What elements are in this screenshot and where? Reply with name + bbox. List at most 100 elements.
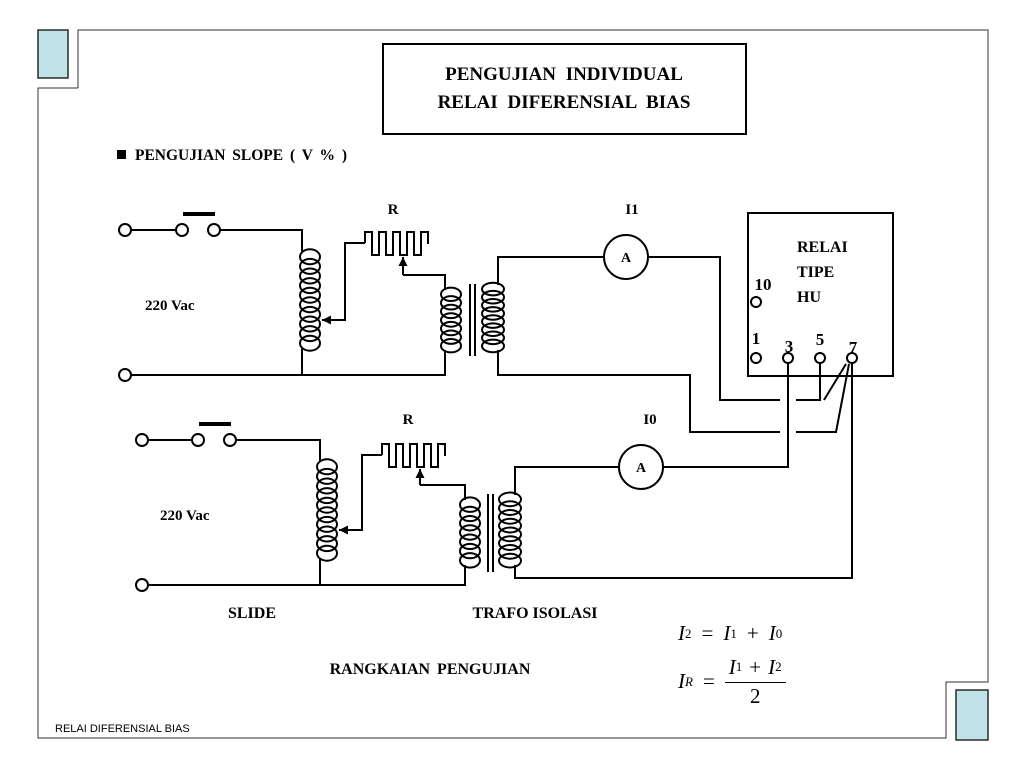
- trafo-secondary-coil-lower: [498, 491, 522, 569]
- formula-variable: I: [723, 621, 731, 645]
- coil-turn: [299, 277, 321, 295]
- coil-turn: [459, 524, 481, 541]
- coil-turn: [459, 505, 481, 523]
- coil-turn: [316, 496, 338, 514]
- relay-hu: RELAI TIPE HU 10 1 3 5 7: [514, 212, 894, 579]
- switch-upper: [175, 212, 221, 237]
- fraction-denominator: 2: [749, 684, 761, 708]
- wire-return-upper: [131, 350, 446, 376]
- coil-turn: [498, 500, 522, 516]
- coil-turn: [299, 305, 321, 323]
- coil-turn: [316, 458, 338, 476]
- resistor-label-lower: R: [403, 412, 414, 428]
- coil-turn: [299, 296, 321, 314]
- coil-turn: [481, 314, 505, 329]
- relay-box: [747, 212, 894, 377]
- formula-equals: =: [701, 621, 714, 645]
- coil-turn: [498, 491, 522, 508]
- wire-trafo-return-to-relay-upper: [497, 350, 780, 433]
- relay-name-line-3: HU: [797, 289, 821, 306]
- title-line-2: RELAI DIFERENSIAL BIAS: [438, 92, 691, 113]
- coil-turn: [299, 267, 321, 285]
- coil-turn: [481, 306, 505, 321]
- formula-equals: =: [702, 669, 715, 693]
- relay-terminal-3: [782, 352, 794, 364]
- formula-variable: I: [768, 621, 776, 645]
- coil-turn: [481, 338, 505, 354]
- relay-terminal-label-1: 1: [752, 329, 761, 348]
- wire-switch-to-slide-lower: [236, 439, 321, 462]
- slide-frame: [37, 29, 989, 741]
- title-line-1: PENGUJIAN INDIVIDUAL: [445, 64, 683, 85]
- wire-terminal-7-diagonal-b: [796, 363, 850, 433]
- supply-terminal-lower-top: [135, 433, 149, 447]
- frame-border: [37, 29, 989, 739]
- coil-turn: [498, 544, 522, 560]
- relay-terminal-7: [846, 352, 858, 364]
- variable-resistor-upper: [364, 231, 429, 256]
- coil-turn: [299, 257, 321, 275]
- corner-square-top-left: [37, 29, 69, 79]
- coil-turn: [498, 517, 522, 534]
- supply-label-upper: 220 Vac: [145, 298, 195, 314]
- switch-contact: [191, 433, 205, 447]
- wire-terminal-5: [796, 363, 821, 401]
- coil-turn: [481, 297, 505, 313]
- coil-turn: [440, 338, 462, 354]
- formula-variable: I: [728, 655, 736, 679]
- caption-slide: SLIDE: [228, 605, 276, 622]
- switch-contact: [223, 433, 237, 447]
- coil-turn: [440, 295, 462, 311]
- supply-terminal-lower-bottom: [135, 578, 149, 592]
- coil-turn: [440, 286, 462, 302]
- wire-terminal-7-return: [514, 363, 853, 579]
- supply-terminal-upper-top: [118, 223, 132, 237]
- formula-variable: I: [768, 655, 776, 679]
- coil-turn: [498, 526, 522, 543]
- relay-terminal-label-7: 7: [849, 338, 858, 357]
- coil-turn: [299, 286, 321, 304]
- current-label-i1: I1: [625, 202, 638, 218]
- current-label-i0: I0: [643, 412, 656, 428]
- coil-turn: [316, 467, 338, 485]
- coil-turn: [459, 496, 481, 513]
- slide-wiper-arrow-upper: [322, 242, 365, 325]
- coil-turn: [299, 248, 321, 266]
- relay-terminal-10: [750, 296, 762, 308]
- section-heading: PENGUJIAN SLOPE ( V % ): [117, 147, 347, 164]
- coil-turn: [440, 320, 462, 337]
- coil-turn: [481, 281, 505, 297]
- isolation-transformer-lower: [459, 491, 522, 572]
- coil-turn: [299, 325, 321, 343]
- formula-plus: +: [746, 621, 759, 645]
- coil-turn: [481, 322, 505, 338]
- slide-wiper-arrow-lower: [339, 454, 382, 535]
- relay-terminal-1: [750, 352, 762, 364]
- coil-turn: [299, 315, 321, 333]
- switch-contact: [175, 223, 189, 237]
- coil-turn: [459, 533, 481, 551]
- coil-turn: [316, 506, 338, 524]
- coil-turn: [498, 509, 522, 525]
- switch-lower: [191, 422, 237, 447]
- coil-turn: [498, 535, 522, 551]
- square-bullet-icon: [117, 150, 126, 159]
- ammeter-symbol-upper: A: [621, 251, 632, 266]
- coil-turn: [299, 334, 321, 352]
- relay-name-line-1: RELAI: [797, 239, 848, 256]
- coil-turn: [498, 552, 522, 569]
- coil-turn: [481, 289, 505, 305]
- isolation-transformer-upper: [440, 281, 505, 356]
- caption-test-circuit: RANGKAIAN PENGUJIAN: [330, 661, 531, 678]
- ammeter-symbol-lower: A: [636, 461, 647, 476]
- coil-turn: [440, 329, 462, 345]
- coil-turn: [459, 552, 481, 569]
- coil-turn: [459, 542, 481, 560]
- switch-contact: [207, 223, 221, 237]
- lower-test-circuit: R A I0 220 Vac: [135, 412, 664, 592]
- formula-plus: +: [749, 655, 762, 679]
